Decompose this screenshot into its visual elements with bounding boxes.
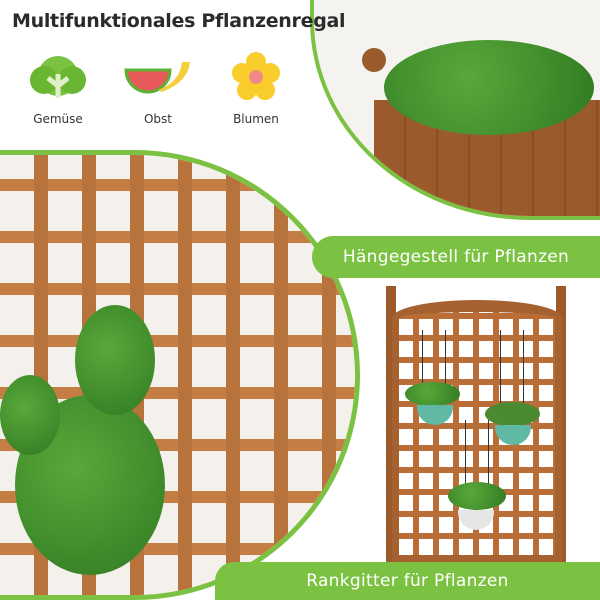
vine-leaves bbox=[75, 305, 155, 415]
plant-leaves bbox=[485, 402, 540, 426]
category-label: Obst bbox=[143, 112, 173, 126]
category-flowers: Blumen bbox=[216, 52, 296, 126]
plant-leaves bbox=[405, 382, 460, 406]
banner-hanging-rack: Hängegestell für Pflanzen bbox=[312, 236, 600, 278]
flower-icon bbox=[232, 52, 280, 100]
hanging-chain bbox=[465, 420, 489, 490]
hanging-pot bbox=[495, 425, 531, 445]
page-title: Multifunktionales Pflanzenregal bbox=[12, 10, 346, 32]
lettuce-icon bbox=[30, 56, 86, 98]
category-fruit: Obst bbox=[118, 52, 198, 126]
hanging-pot bbox=[458, 510, 494, 530]
hanging-chain bbox=[422, 330, 446, 390]
planter-box-photo bbox=[310, 0, 600, 220]
hanging-pot bbox=[417, 405, 453, 425]
plant-leaves bbox=[384, 40, 594, 135]
plant-leaves bbox=[448, 482, 506, 510]
watermelon-banana-icon bbox=[124, 62, 190, 94]
post-finial bbox=[362, 48, 386, 72]
hanging-chain bbox=[500, 330, 524, 406]
category-label: Gemüse bbox=[33, 112, 83, 126]
trellis-post bbox=[386, 286, 396, 562]
trellis-closeup-photo bbox=[0, 150, 360, 600]
category-label: Blumen bbox=[233, 112, 279, 126]
category-vegetables: Gemüse bbox=[18, 52, 98, 126]
vine-leaves bbox=[0, 375, 60, 455]
banner-trellis: Rankgitter für Pflanzen bbox=[215, 562, 600, 600]
